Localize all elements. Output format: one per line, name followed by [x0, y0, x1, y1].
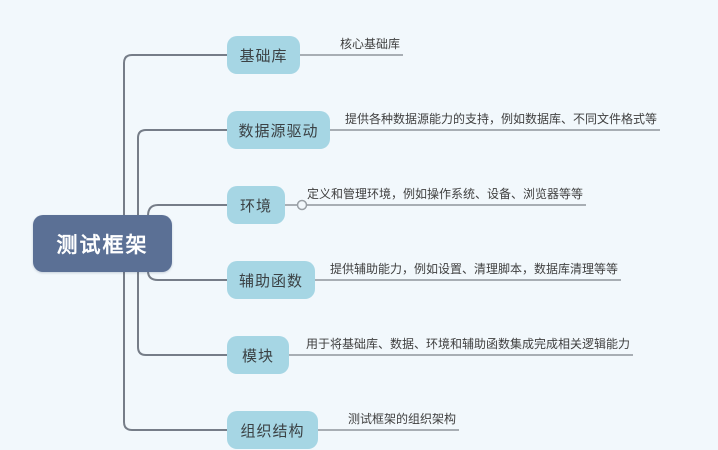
subtopic-org-structure-note[interactable]: 测试框架的组织架构 [347, 412, 456, 426]
connector-branch-4 [147, 270, 227, 281]
branch-topic-org-structure[interactable]: 组织结构 [227, 411, 318, 449]
subtopic-module-note[interactable]: 用于将基础库、数据、环境和辅助函数集成完成相关逻辑能力 [305, 337, 630, 351]
branch-topic-label: 辅助函数 [238, 272, 303, 290]
branch-topic-label: 组织结构 [240, 422, 305, 440]
branch-topic-helper-functions[interactable]: 辅助函数 [227, 261, 315, 299]
subtopic-datasource-driver-note[interactable]: 提供各种数据源能力的支持，例如数据库、不同文件格式等 [344, 112, 657, 126]
branch-topic-datasource-driver[interactable]: 数据源驱动 [227, 111, 330, 149]
subtopic-base-library-note[interactable]: 核心基础库 [339, 37, 400, 51]
root-topic-label: 测试框架 [56, 233, 149, 257]
branch-topic-label: 基础库 [239, 47, 288, 65]
branch-topic-label: 模块 [241, 347, 274, 365]
collapse-handle-icon[interactable] [296, 199, 308, 211]
branch-topic-label: 数据源驱动 [238, 122, 319, 140]
connector-branch-1 [123, 54, 227, 216]
branch-topic-environment[interactable]: 环境 [227, 186, 285, 224]
subtopic-helper-functions-note[interactable]: 提供辅助能力，例如设置、清理脚本，数据库清理等等 [329, 262, 618, 276]
root-topic[interactable]: 测试框架 [33, 215, 172, 272]
branch-topic-module[interactable]: 模块 [227, 336, 289, 374]
branch-topic-label: 环境 [239, 197, 272, 215]
connector-branch-6 [123, 271, 227, 431]
connector-branch-5 [137, 271, 227, 356]
subtopic-environment-note[interactable]: 定义和管理环境，例如操作系统、设备、浏览器等等 [307, 187, 584, 201]
branch-topic-base-library[interactable]: 基础库 [227, 36, 300, 74]
connector-branch-2 [137, 129, 227, 216]
